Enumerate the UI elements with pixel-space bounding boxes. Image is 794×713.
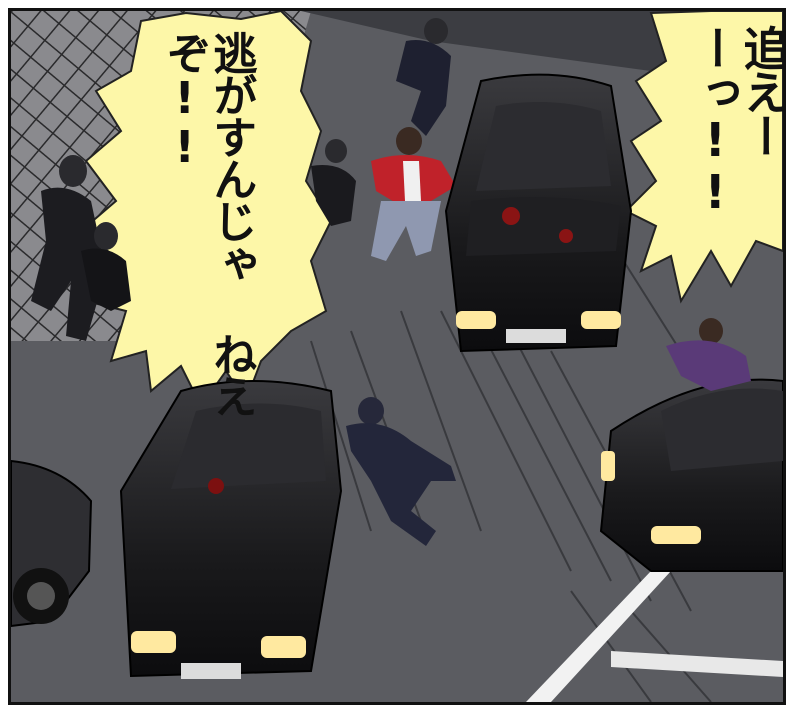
thug-crouching — [311, 139, 356, 226]
thug-running-top — [396, 18, 451, 136]
car-left-partial — [11, 459, 93, 628]
man-red-jacket — [371, 127, 456, 261]
car-top — [444, 73, 633, 353]
thug-leaping — [346, 397, 456, 546]
speech-text-left: 逃がすんじゃ ねえぞ!! — [159, 31, 257, 421]
speech-right-line-2: ーっ!! — [688, 25, 743, 217]
speech-right-line-1: 追えー — [736, 25, 786, 157]
thug-purple-shirt — [666, 318, 751, 391]
panel-illustration — [11, 11, 783, 702]
car-bottom-center — [119, 380, 343, 679]
comic-panel: 逃がすんじゃ ねえぞ!! 追えー ーっ!! — [8, 8, 786, 705]
car-right — [599, 378, 783, 572]
road-marking-2 — [611, 651, 783, 677]
speech-text-right: 追えー ーっ!! — [688, 25, 786, 225]
speech-left-line-1: 逃がすんじゃ — [205, 31, 257, 283]
road-marking — [526, 571, 671, 702]
speech-left-line-2: ねえぞ!! — [159, 31, 257, 416]
thug-group-left — [31, 155, 131, 341]
speech-bubble-right — [624, 11, 783, 304]
